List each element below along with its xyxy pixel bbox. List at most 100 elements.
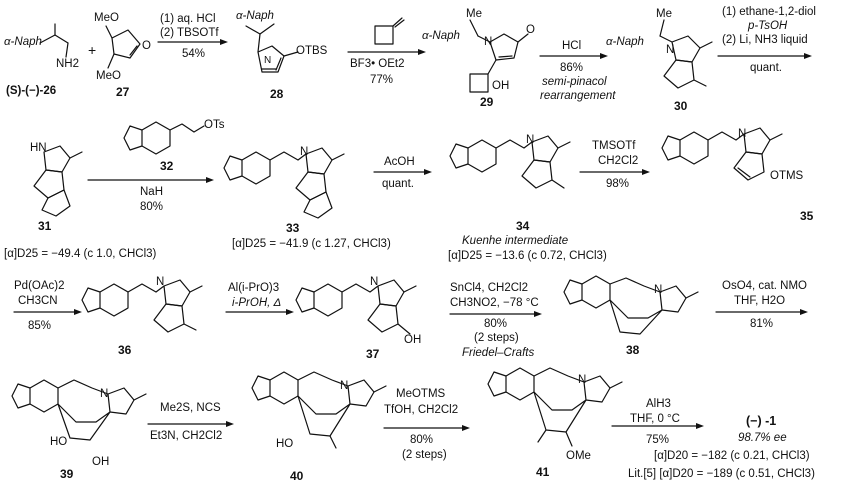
arrow-7-reagent-1: TMSOTf (592, 140, 636, 152)
compound-39-ho-label: HO (50, 436, 68, 448)
arrow-2 (347, 49, 426, 55)
compound-33-id: 33 (286, 221, 300, 235)
compound-37-id: 37 (366, 347, 380, 361)
compound-34-id: 34 (516, 219, 530, 233)
arrow-7 (579, 169, 650, 175)
compound-31-structure (33, 145, 83, 217)
arrow-1-condition-1: (1) aq. HCl (160, 13, 216, 25)
compound-28-n-label: N (264, 55, 272, 66)
arrow-6 (373, 169, 432, 175)
compound-41-ome-label: OMe (566, 450, 591, 462)
compound-31-hn-label: HN (30, 142, 47, 154)
compound-40-id: 40 (290, 469, 304, 483)
compound-28-naph-label: α-Naph (236, 10, 274, 22)
compound-26-structure (39, 23, 69, 58)
arrow-5-reagent: NaH (140, 186, 164, 198)
arrow-10 (449, 311, 542, 317)
compound-29-o-label: O (526, 24, 535, 36)
arrow-13-reagent-1: MeOTMS (396, 388, 446, 400)
arrow-5-yield: 80% (140, 201, 164, 213)
compound-29-oh-label: OH (492, 80, 510, 92)
compound-41-n-label: N (578, 374, 587, 386)
compound-36-id: 36 (118, 343, 132, 357)
arrow-6-reagent: AcOH (384, 156, 415, 168)
arrow-8 (13, 309, 82, 315)
arrow-13-yield: 80% (410, 434, 434, 446)
compound-30-id: 30 (674, 99, 688, 113)
compound-30-structure (659, 19, 713, 89)
product-ee: 98.7% ee (738, 432, 787, 444)
arrow-10-reagent-2: CH3NO2, −78 °C (450, 297, 539, 309)
compound-37-n-label: N (370, 276, 379, 288)
arrow-3 (539, 53, 608, 59)
compound-39-id: 39 (60, 467, 74, 481)
compound-29-id: 29 (480, 95, 494, 109)
arrow-4-yield: quant. (750, 62, 782, 74)
arrow-12 (147, 421, 234, 427)
compound-27-structure (105, 25, 141, 69)
arrow-13-reagent-2: TfOH, CH2Cl2 (384, 404, 459, 416)
compound-27-ome-top: MeO (94, 12, 119, 24)
compound-41-structure (487, 367, 623, 447)
compound-35-structure (661, 127, 783, 181)
arrow-13-steps: (2 steps) (402, 449, 447, 461)
arrow-4 (717, 53, 812, 59)
arrow-4-condition-2: p-TsOH (748, 20, 788, 32)
arrow-3-note-2: rearrangement (540, 90, 616, 102)
compound-31-id: 31 (38, 219, 52, 233)
arrow-11-reagent-1: OsO4, cat. NMO (722, 280, 807, 292)
compound-26-naph-label: α-Naph (4, 36, 42, 48)
compound-29-structure (469, 19, 529, 93)
compound-30-me-label: Me (656, 8, 672, 20)
compound-35-id: 35 (800, 209, 814, 223)
arrow-12-reagent-1: Me2S, NCS (160, 402, 221, 414)
arrow-4-condition-3: (2) Li, NH3 liquid (722, 34, 808, 46)
compound-31-rotation: [α]D25 = −49.4 (c 1.0, CHCl3) (4, 248, 157, 260)
compound-34-n-label: N (526, 134, 535, 146)
arrow-14 (611, 423, 704, 429)
compound-26-id: (S)-(−)-26 (6, 85, 57, 97)
arrow-8-reagent-2: CH3CN (18, 295, 58, 307)
compound-39-n-label: N (100, 388, 109, 400)
compound-34-note: Kuenhe intermediate (462, 235, 569, 247)
compound-36-structure (81, 279, 203, 333)
compound-28-otbs-label: OTBS (296, 45, 328, 57)
arrow-3-yield: 86% (560, 62, 584, 74)
arrow-1-condition-2: (2) TBSOTf (160, 27, 219, 39)
compound-35-n-label: N (738, 128, 747, 140)
product-name: (−) -1 (746, 414, 777, 428)
compound-40-ho-label: HO (276, 438, 294, 450)
arrow-8-reagent-1: Pd(OAc)2 (14, 280, 65, 292)
arrow-14-yield: 75% (646, 434, 670, 446)
product-rotation: [α]D20 = −182 (c 0.21, CHCl3) (654, 450, 810, 462)
compound-29-naph-label: α-Naph (422, 30, 460, 42)
arrow-7-reagent-2: CH2Cl2 (598, 155, 639, 167)
arrow-9-reagent-1: Al(i-PrO)3 (228, 282, 280, 294)
compound-27-o-label: O (142, 40, 151, 52)
arrow-10-yield: 80% (484, 318, 508, 330)
arrow-2-reagent: BF3• OEt2 (350, 58, 405, 70)
arrow-1 (157, 39, 228, 45)
compound-33-n-label: N (300, 146, 309, 158)
arrow-11-reagent-2: THF, H2O (734, 295, 786, 307)
arrow-10-reagent-1: SnCl4, CH2Cl2 (450, 282, 528, 294)
arrow-1-yield: 54% (182, 48, 206, 60)
compound-27-id: 27 (116, 85, 130, 99)
arrow-14-reagent-2: THF, 0 °C (630, 413, 680, 425)
arrow-11-yield: 81% (750, 318, 774, 330)
compound-34-rotation: [α]D25 = −13.6 (c 0.72, CHCl3) (448, 250, 607, 262)
compound-30-naph-label: α-Naph (606, 36, 644, 48)
compound-34-structure (449, 135, 571, 189)
product-literature-rotation: Lit.[5] [α]D20 = −189 (c 0.51, CHCl3) (628, 468, 815, 480)
compound-32-structure (123, 121, 205, 155)
arrow-7-yield: 98% (606, 178, 630, 190)
compound-27-ome-bottom: MeO (96, 70, 121, 82)
arrow-9-reagent-2: i-PrOH, Δ (232, 297, 282, 309)
arrow-11 (715, 309, 808, 315)
arrow-14-reagent-1: AlH3 (646, 398, 671, 410)
compound-32-id: 32 (160, 159, 174, 173)
compound-38-structure (563, 275, 699, 335)
arrow-6-yield: quant. (382, 178, 414, 190)
arrow-5 (87, 177, 214, 183)
